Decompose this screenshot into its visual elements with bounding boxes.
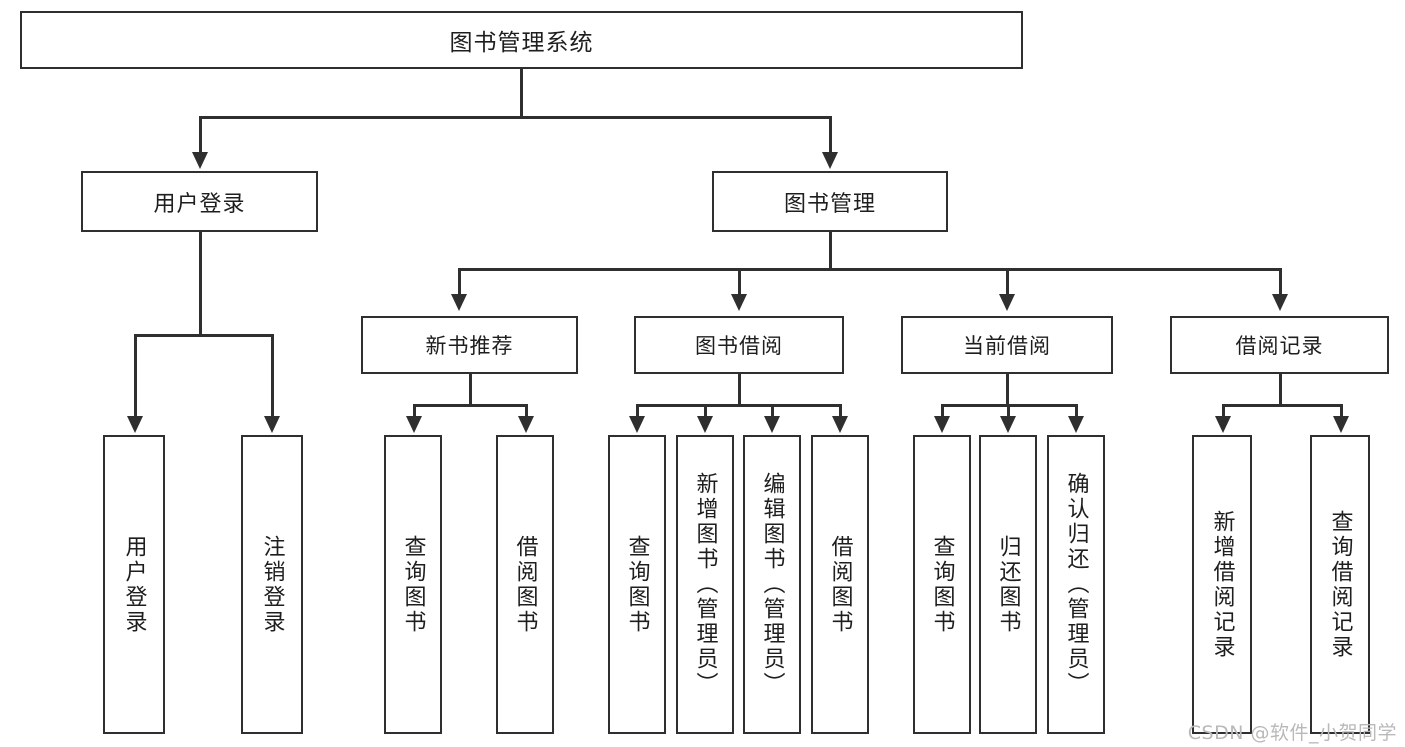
arrow-bb-to-leaf-1: [629, 416, 645, 433]
node-book-manage[interactable]: 图书管理: [712, 171, 948, 232]
arrow-bb-to-leaf-4: [832, 416, 848, 433]
arrow-root-to-user-login: [192, 152, 208, 169]
arrow-user-login-to-leaf-1: [127, 416, 143, 433]
node-label: 归还图书: [995, 534, 1021, 635]
connector-borrow-record-stem: [1279, 374, 1282, 406]
node-label: 新书推荐: [425, 334, 514, 358]
node-label: 注销登录: [259, 534, 285, 635]
node-label: 图书管理: [783, 191, 876, 217]
node-label: 新增借阅记录: [1209, 509, 1235, 660]
node-user-login[interactable]: 用户登录: [81, 171, 318, 232]
connector-root-to-book-manage: [829, 116, 832, 154]
leaf-add-record[interactable]: 新增借阅记录: [1192, 435, 1252, 734]
arrow-to-book-borrow: [731, 294, 747, 311]
connector-root-to-user-login: [199, 116, 202, 154]
connector-cb-to-leaf-3: [1075, 404, 1078, 418]
node-new-book-recommend[interactable]: 新书推荐: [361, 316, 578, 374]
connector-book-borrow-stem: [738, 374, 741, 406]
node-label: 查询借阅记录: [1327, 509, 1353, 660]
leaf-return-book[interactable]: 归还图书: [979, 435, 1037, 734]
connector-to-borrow-record: [1279, 268, 1282, 296]
arrow-bb-to-leaf-3: [764, 416, 780, 433]
node-label: 借阅图书: [512, 534, 538, 635]
arrow-nbr-to-leaf-2: [518, 416, 534, 433]
node-label: 查询图书: [400, 534, 426, 635]
connector-user-login-stem: [199, 232, 202, 336]
connector-new-book-recommend-stem: [469, 374, 472, 406]
connector-user-login-to-leaf-2: [271, 334, 274, 418]
connector-user-login-bar: [134, 334, 274, 337]
node-label: 用户登录: [153, 191, 246, 217]
node-label: 借阅图书: [827, 534, 853, 635]
node-label: 用户登录: [121, 534, 147, 635]
connector-to-book-borrow: [738, 268, 741, 296]
connector-bb-to-leaf-4: [839, 404, 842, 418]
leaf-query-record[interactable]: 查询借阅记录: [1310, 435, 1370, 734]
arrow-user-login-to-leaf-2: [264, 416, 280, 433]
arrow-br-to-leaf-1: [1215, 416, 1231, 433]
connector-bb-to-leaf-3: [771, 404, 774, 418]
connector-book-manage-stem: [829, 232, 832, 270]
connector-nbr-to-leaf-2: [525, 404, 528, 418]
arrow-to-current-borrow: [999, 294, 1015, 311]
arrow-cb-to-leaf-2: [1000, 416, 1016, 433]
node-root-system[interactable]: 图书管理系统: [20, 11, 1023, 69]
leaf-query-book-3[interactable]: 查询图书: [913, 435, 971, 734]
node-current-borrow[interactable]: 当前借阅: [901, 316, 1113, 374]
node-label: 查询图书: [929, 534, 955, 635]
connector-bb-to-leaf-1: [636, 404, 639, 418]
connector-nbr-to-leaf-1: [413, 404, 416, 418]
arrow-to-borrow-record: [1272, 294, 1288, 311]
arrow-cb-to-leaf-3: [1068, 416, 1084, 433]
node-label: 图书借阅: [695, 334, 783, 358]
arrow-root-to-book-manage: [822, 152, 838, 169]
arrow-bb-to-leaf-2: [697, 416, 713, 433]
connector-book-borrow-bar: [636, 404, 841, 407]
connector-borrow-record-bar: [1222, 404, 1340, 407]
leaf-edit-book[interactable]: 编辑图书（管理员）: [743, 435, 801, 734]
leaf-logout-login[interactable]: 注销登录: [241, 435, 303, 734]
connector-to-current-borrow: [1006, 268, 1009, 296]
connector-cb-to-leaf-1: [941, 404, 944, 418]
arrow-br-to-leaf-2: [1333, 416, 1349, 433]
connector-br-to-leaf-2: [1340, 404, 1343, 418]
node-label: 查询图书: [624, 534, 650, 635]
leaf-user-login[interactable]: 用户登录: [103, 435, 165, 734]
node-label: 新增图书（管理员）: [692, 472, 718, 697]
node-label: 当前借阅: [963, 334, 1051, 358]
connector-br-to-leaf-1: [1222, 404, 1225, 418]
node-label: 确认归还（管理员）: [1063, 472, 1089, 697]
arrow-to-new-book-recommend: [451, 294, 467, 311]
node-borrow-record[interactable]: 借阅记录: [1170, 316, 1389, 374]
leaf-query-book-1[interactable]: 查询图书: [384, 435, 442, 734]
arrow-cb-to-leaf-1: [934, 416, 950, 433]
arrow-nbr-to-leaf-1: [406, 416, 422, 433]
connector-book-manage-bar: [458, 268, 1282, 271]
node-label: 借阅记录: [1235, 334, 1324, 358]
node-book-borrow[interactable]: 图书借阅: [634, 316, 844, 374]
leaf-borrow-book-1[interactable]: 借阅图书: [496, 435, 554, 734]
connector-cb-to-leaf-2: [1007, 404, 1010, 418]
connector-current-borrow-stem: [1006, 374, 1009, 406]
leaf-add-book[interactable]: 新增图书（管理员）: [676, 435, 734, 734]
connector-root-bar: [199, 116, 832, 119]
leaf-confirm-return[interactable]: 确认归还（管理员）: [1047, 435, 1105, 734]
connector-root-stem: [520, 69, 523, 118]
connector-bb-to-leaf-2: [704, 404, 707, 418]
node-label: 编辑图书（管理员）: [759, 472, 785, 697]
connector-to-new-book-recommend: [458, 268, 461, 296]
leaf-query-book-2[interactable]: 查询图书: [608, 435, 666, 734]
connector-user-login-to-leaf-1: [134, 334, 137, 418]
connector-new-book-recommend-bar: [413, 404, 525, 407]
node-label: 图书管理系统: [449, 30, 594, 56]
leaf-borrow-book-2[interactable]: 借阅图书: [811, 435, 869, 734]
